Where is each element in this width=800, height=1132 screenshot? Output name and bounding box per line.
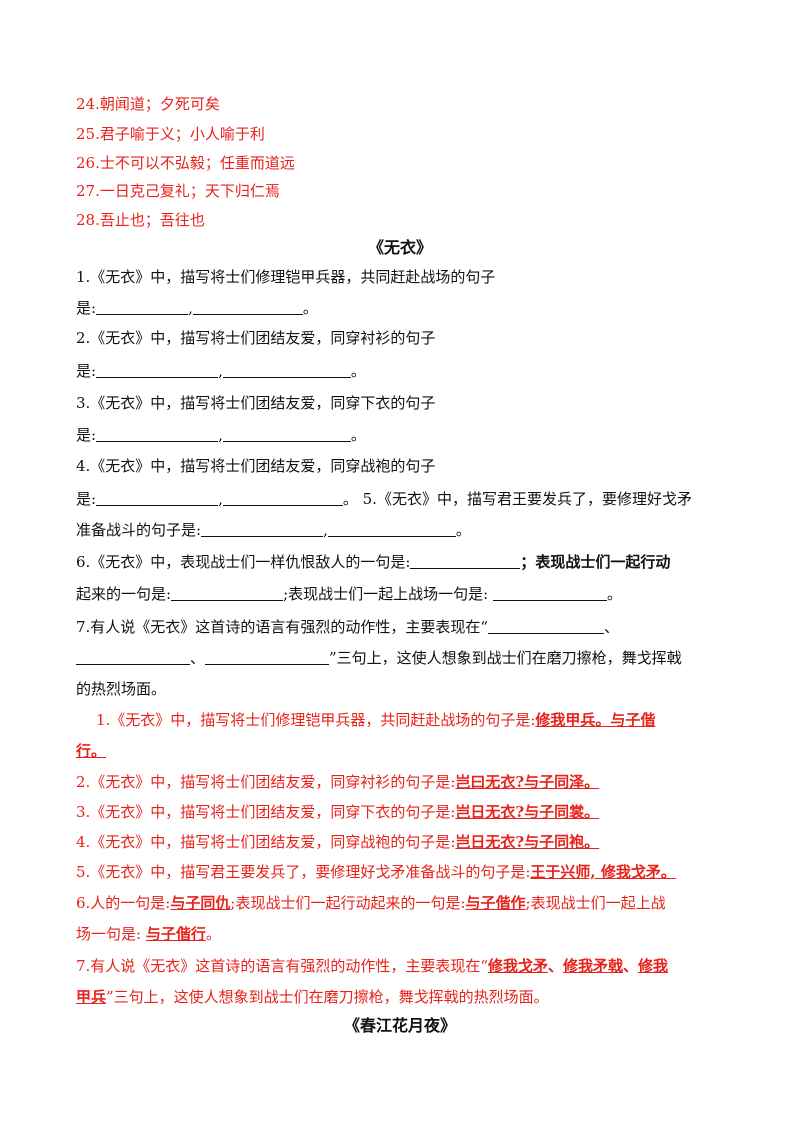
question-line: 1.《无衣》中，描写将士们修理铠甲兵器，共同赶赴战场的句子 — [76, 268, 496, 286]
answer-line: 甲兵”三句上，这使人想象到战士们在磨刀擦枪，舞戈挥戟的热烈场面。 — [76, 988, 549, 1006]
answer-blank[interactable] — [96, 300, 189, 315]
answer-blank[interactable] — [492, 586, 607, 601]
answer-line: 1.《无衣》中，描写将士们修理铠甲兵器，共同赶赴战场的句子是:修我甲兵。与子偕 — [96, 711, 656, 729]
answer-blank[interactable] — [222, 363, 351, 378]
answer-line: 4.《无衣》中，描写将士们团结友爱，同穿战袍的句子是:岂日无衣?与子同袍。 — [76, 833, 600, 851]
question-line: 、”三句上，这使人想象到战士们在磨刀擦枪，舞戈挥戟 — [76, 648, 726, 668]
answer-line: 6.人的一句是:与子同仇;表现战士们一起行动起来的一句是:与子偕作;表现战士们一… — [76, 894, 666, 912]
question-line: 是:,。 5.《无衣》中，描写君王要发兵了，要修理好戈矛 — [76, 490, 692, 508]
list-item: 26.士不可以不弘毅；任重而道远 — [76, 154, 295, 172]
section-title: 《无衣》 — [367, 238, 432, 257]
answer-blank[interactable] — [201, 522, 324, 537]
question-line: 7.有人说《无衣》这首诗的语言有强烈的动作性，主要表现在“、 — [76, 618, 619, 636]
answer-line: 7.有人说《无衣》这首诗的语言有强烈的动作性，主要表现在“修我戈矛、修我矛戟、修… — [76, 957, 669, 975]
question-line: 是:,。 — [76, 426, 366, 444]
question-line: 起来的一句是:;表现战士们一起上战场一句是: 。 — [76, 585, 622, 603]
answer-line: 2.《无衣》中，描写将士们团结友爱，同穿衬衫的句子是:岂曰无衣?与子同泽。 — [76, 773, 600, 791]
question-line: 6.《无衣》中，表现战士们一样仇恨敌人的一句是:；表现战士们一起行动 — [76, 553, 671, 571]
answer-line: 3.《无衣》中，描写将士们团结友爱，同穿下衣的句子是:岂日无衣?与子同裳。 — [76, 803, 600, 821]
answer-blank[interactable] — [96, 491, 219, 506]
answer-blank[interactable] — [222, 491, 343, 506]
answer-blank[interactable] — [222, 427, 351, 442]
answer-blank[interactable] — [410, 554, 521, 569]
question-line: 3.《无衣》中，描写将士们团结友爱，同穿下衣的句子 — [76, 394, 436, 412]
answer-line: 行。 — [76, 742, 107, 760]
list-item: 28.吾止也；吾往也 — [76, 211, 205, 229]
question-line: 4.《无衣》中，描写将士们团结友爱，同穿战袍的句子 — [76, 457, 436, 475]
question-line: 是:,。 — [76, 299, 318, 317]
answer-blank[interactable] — [487, 619, 604, 634]
question-line: 的热烈场面。 — [76, 680, 167, 698]
question-line: 是:,。 — [76, 362, 366, 380]
answer-blank[interactable] — [171, 586, 284, 601]
list-item: 27.一日克己复礼；天下归仁焉 — [76, 182, 280, 200]
list-item: 25.君子喻于义；小人喻于利 — [76, 125, 265, 143]
list-item: 24.朝闻道；夕死可矣 — [76, 95, 220, 113]
answer-line: 5.《无衣》中，描写君王要发兵了，要修理好戈矛准备战斗的句子是:王于兴师, 修我… — [76, 863, 676, 881]
answer-blank[interactable] — [96, 363, 219, 378]
answer-blank[interactable] — [76, 650, 190, 665]
answer-blank[interactable] — [205, 650, 330, 665]
answer-blank[interactable] — [327, 522, 456, 537]
section-title: 《春江花月夜》 — [343, 1016, 456, 1035]
question-line: 准备战斗的句子是:,。 — [76, 521, 471, 539]
question-line: 2.《无衣》中，描写将士们团结友爱，同穿衬衫的句子 — [76, 329, 436, 347]
answer-blank[interactable] — [192, 300, 303, 315]
answer-blank[interactable] — [96, 427, 219, 442]
answer-line: 场一句是: 与子偕行。 — [76, 925, 221, 943]
